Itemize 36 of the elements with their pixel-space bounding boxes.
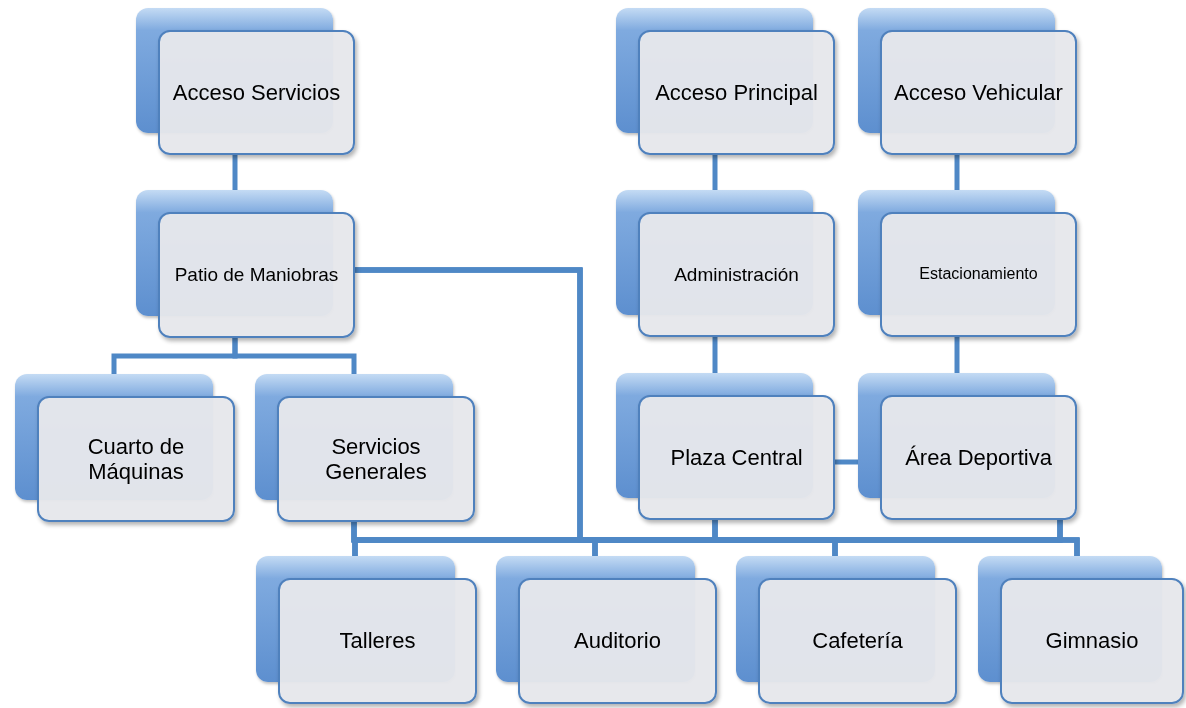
connector-line [954, 337, 960, 373]
connector-line [712, 337, 718, 373]
node-label: Acceso Principal [655, 79, 818, 106]
stacked-card [858, 8, 1077, 155]
node-label: Área Deportiva [905, 444, 1052, 471]
node-label: Administración [674, 263, 799, 286]
stacked-card [858, 373, 1077, 520]
stacked-card [616, 190, 835, 337]
connector-line [232, 155, 238, 190]
stacked-card [255, 374, 475, 522]
connector-line [954, 155, 960, 190]
connector-line [835, 459, 858, 465]
stacked-card [15, 374, 235, 522]
stacked-card [496, 556, 717, 704]
node-label: Servicios Generales [324, 433, 428, 485]
node-label: Acceso Servicios [172, 79, 341, 106]
stacked-card [256, 556, 477, 704]
stacked-card [616, 8, 835, 155]
stacked-card [736, 556, 957, 704]
node-label: Cuarto de Máquinas [86, 433, 186, 485]
node-label: Estacionamiento [919, 265, 1038, 284]
stacked-card [858, 190, 1077, 337]
node-label: Acceso Vehicular [894, 79, 1063, 106]
connector-line [232, 338, 357, 374]
connector-line [1057, 520, 1080, 556]
node-label: Plaza Central [670, 444, 803, 471]
node-label: Gimnasio [1045, 628, 1139, 654]
stacked-card [136, 8, 355, 155]
node-label: Talleres [339, 628, 416, 654]
connector-line [712, 155, 718, 190]
stacked-card [978, 556, 1184, 704]
node-label: Patio de Maniobras [174, 264, 339, 286]
stacked-card [616, 373, 835, 520]
node-label: Cafetería [812, 628, 903, 654]
stacked-card [136, 190, 355, 338]
node-label: Auditorio [574, 628, 661, 654]
